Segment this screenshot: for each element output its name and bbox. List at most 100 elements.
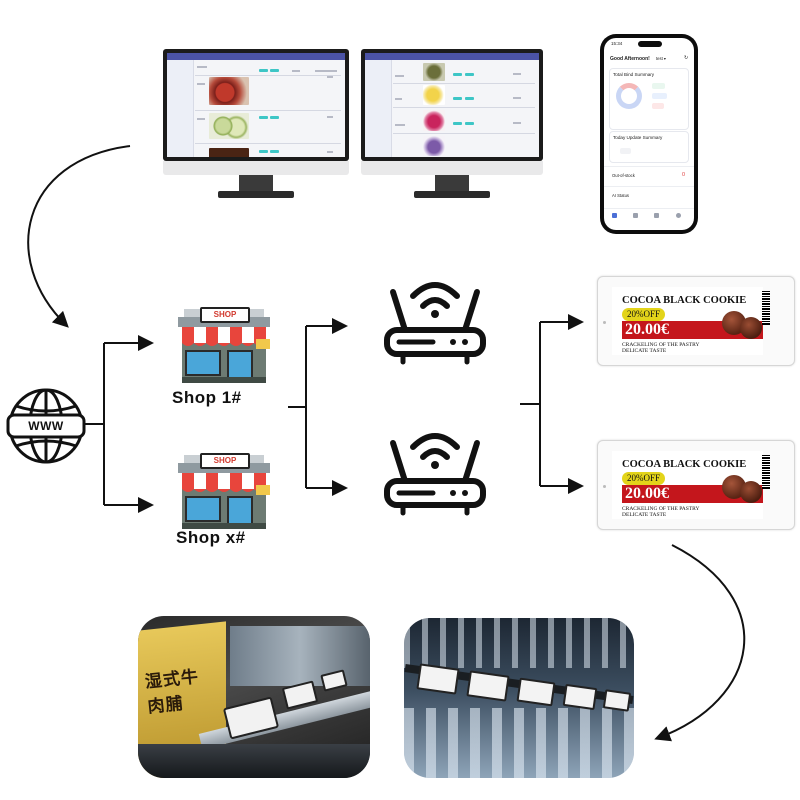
guava-thumbnail xyxy=(209,113,249,139)
shop-1-label: Shop 1# xyxy=(172,388,242,407)
product-thumbnail xyxy=(423,63,445,81)
storefront-icon xyxy=(178,309,270,384)
status-tag xyxy=(465,73,474,76)
status-tag xyxy=(465,97,474,100)
text-line xyxy=(513,122,521,124)
shelf-tag xyxy=(562,683,598,711)
divider xyxy=(604,208,694,209)
text-line xyxy=(395,98,402,100)
settings-tab-icon[interactable] xyxy=(676,213,681,218)
shop-x-label: Shop x# xyxy=(176,528,246,547)
management-software-screen xyxy=(365,53,539,157)
dragon-fruit-thumbnail xyxy=(423,110,445,131)
app-header-bar xyxy=(167,53,345,60)
monitor-neck xyxy=(435,175,469,193)
router-2-icon xyxy=(384,433,486,516)
monitor-stand xyxy=(218,191,294,198)
status-tag xyxy=(259,69,268,72)
store-selector[interactable]: test ▾ xyxy=(656,56,667,61)
phone-app-screen: 15:34 Good Afternoon! test ▾ ↻ Total Bin… xyxy=(604,38,694,230)
discount-badge: 20%OFF xyxy=(622,472,666,485)
text-line xyxy=(395,124,405,126)
text-line xyxy=(197,66,207,68)
status-tag xyxy=(259,150,268,153)
esl-display: COCOA BLACK COOKIE 20%OFF 20.00€ CRACKEL… xyxy=(612,287,763,355)
product-thumbnail xyxy=(209,148,249,157)
management-software-screen xyxy=(167,53,345,157)
status-led xyxy=(603,321,606,324)
barcode xyxy=(762,291,770,325)
monitor-chin xyxy=(361,161,543,175)
shelf-tag xyxy=(466,670,510,702)
app-sidebar xyxy=(365,60,392,157)
shelf-tag xyxy=(602,689,632,712)
text-line xyxy=(197,118,205,120)
table-row-line xyxy=(195,110,341,111)
pomegranate-thumbnail xyxy=(209,77,249,105)
text-line xyxy=(327,116,333,118)
home-tab-icon[interactable] xyxy=(612,213,617,218)
table-row-line xyxy=(393,83,535,84)
tab-icon[interactable] xyxy=(633,213,638,218)
shelf-products xyxy=(230,626,370,686)
list-item-out-of-stock[interactable]: Out-of-stock xyxy=(612,173,635,178)
electronic-shelf-label-2: COCOA BLACK COOKIE 20%OFF 20.00€ CRACKEL… xyxy=(597,440,795,530)
product-thumbnail xyxy=(423,136,445,156)
refresh-icon[interactable]: ↻ xyxy=(684,55,689,61)
phone-notch xyxy=(638,41,662,47)
branch-connector-routers-to-tags xyxy=(520,321,578,487)
text-line xyxy=(395,75,404,77)
barcode xyxy=(762,455,770,489)
status-tag xyxy=(465,122,474,125)
price: 20.00€ xyxy=(625,485,669,502)
text-line xyxy=(327,151,333,153)
status-tag xyxy=(453,97,462,100)
discount-badge: 20%OFF xyxy=(622,308,666,321)
app-sidebar xyxy=(167,60,194,157)
table-row-line xyxy=(393,107,535,108)
lower-shelf xyxy=(138,744,370,778)
app-header-bar xyxy=(365,53,539,60)
lemon-thumbnail xyxy=(423,85,445,105)
list-item-ai-status[interactable]: AI Status xyxy=(612,193,629,198)
wine-glass-shelf-photo xyxy=(404,618,634,778)
package-label: 湿式牛肉脯 xyxy=(144,667,200,718)
cookie-image xyxy=(740,481,762,503)
curve-arrow-software-to-internet xyxy=(27,145,131,328)
shelf-tag xyxy=(516,677,556,707)
barcode-number xyxy=(775,457,780,458)
price: 20.00€ xyxy=(625,321,669,338)
out-of-stock-count: 0 xyxy=(682,172,686,178)
shop-x-building-icon: SHOP xyxy=(176,449,272,530)
hanging-glasses-top xyxy=(404,618,634,668)
status-tag xyxy=(270,150,279,153)
esl-display: COCOA BLACK COOKIE 20%OFF 20.00€ CRACKEL… xyxy=(612,451,763,519)
smartphone: 15:34 Good Afternoon! test ▾ ↻ Total Bin… xyxy=(600,34,698,234)
update-summary-card: Today Update Summary xyxy=(609,131,689,163)
status-tag-green xyxy=(652,83,665,89)
monitor-chin xyxy=(163,161,349,175)
shop-sign: SHOP xyxy=(200,453,250,469)
glasses-row xyxy=(404,708,634,778)
card-title: Today Update Summary xyxy=(613,135,663,140)
tab-icon[interactable] xyxy=(654,213,659,218)
table-row-line xyxy=(195,143,341,144)
card-title: Total Bind Summary xyxy=(613,72,655,77)
shop-1-building-icon: SHOP xyxy=(176,303,272,384)
status-tag xyxy=(453,122,462,125)
branch-connector-internet-to-shops xyxy=(82,342,148,506)
table-row-line xyxy=(393,133,535,134)
text-line xyxy=(197,83,205,85)
status-tag xyxy=(453,73,462,76)
supermarket-shelf-photo: 湿式牛肉脯 xyxy=(138,616,370,778)
description-line-1: CRACKELING OF THE PASTRY xyxy=(622,506,700,512)
phone-time: 15:34 xyxy=(611,41,623,46)
text-line xyxy=(315,70,337,72)
monitor-bezel xyxy=(163,49,349,161)
bind-summary-card: Total Bind Summary xyxy=(609,68,689,130)
product-name: COCOA BLACK COOKIE xyxy=(622,459,747,470)
donut-chart xyxy=(616,83,642,109)
monitor-stand xyxy=(414,191,490,198)
internet-globe-icon: WWW xyxy=(4,384,88,468)
